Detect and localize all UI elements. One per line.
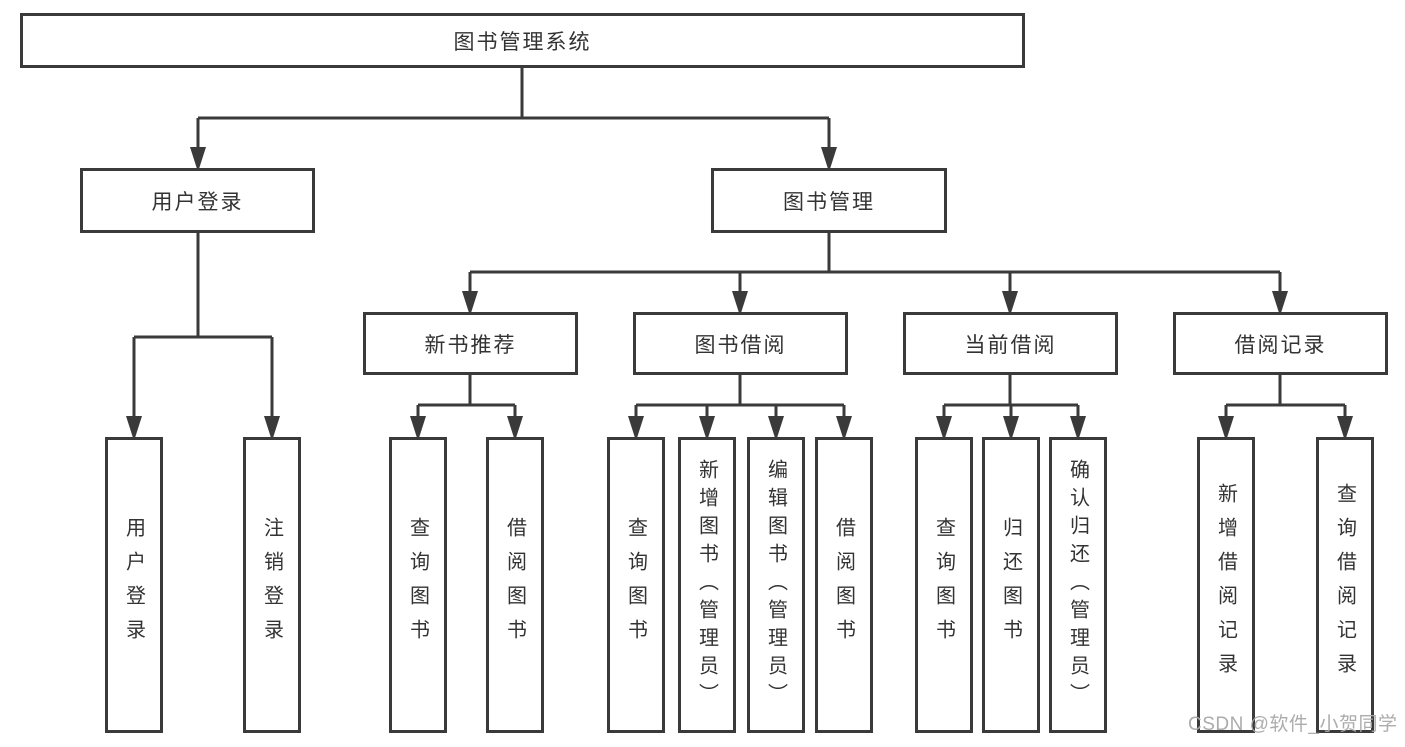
edge-root-to-level2 xyxy=(190,68,837,172)
leaf-borrow-books-label: 借阅图书 xyxy=(832,517,855,653)
leaf-add-borrow-record: 新增借阅记录 xyxy=(1197,437,1255,733)
leaf-query-books-newbook: 查询图书 xyxy=(389,437,447,733)
leaf-return-books-label: 归还图书 xyxy=(999,517,1022,653)
leaf-confirm-return-admin-label: 确认归还（管理员） xyxy=(1066,459,1089,711)
node-new-book-recommend-label: 新书推荐 xyxy=(424,333,517,357)
leaf-query-books-borrow-label: 查询图书 xyxy=(624,517,647,653)
node-current-borrow-label: 当前借阅 xyxy=(964,333,1057,357)
node-current-borrow: 当前借阅 xyxy=(903,312,1118,375)
node-borrow-records-label: 借阅记录 xyxy=(1234,333,1327,357)
leaf-edit-books-admin: 编辑图书（管理员） xyxy=(747,437,805,733)
node-borrow-records: 借阅记录 xyxy=(1173,312,1388,375)
leaf-confirm-return-admin: 确认归还（管理员） xyxy=(1049,437,1107,733)
leaf-return-books: 归还图书 xyxy=(982,437,1040,733)
leaf-add-books-admin: 新增图书（管理员） xyxy=(678,437,736,733)
edge-user-login-to-leaves xyxy=(126,233,280,441)
node-root: 图书管理系统 xyxy=(20,13,1025,68)
leaf-logout-label: 注销登录 xyxy=(260,517,283,653)
edge-new-book-recommend-to-leaves xyxy=(410,375,523,441)
leaf-query-borrow-record-label: 查询借阅记录 xyxy=(1333,483,1356,687)
leaf-borrow-books-newbook-label: 借阅图书 xyxy=(503,517,526,653)
leaf-query-books-current-label: 查询图书 xyxy=(932,517,955,653)
csdn-watermark: CSDN @软件_小贺同学 xyxy=(1188,714,1398,735)
edge-current-borrow-to-leaves xyxy=(936,375,1086,441)
leaf-user-login: 用户登录 xyxy=(105,437,163,733)
node-user-login: 用户登录 xyxy=(80,168,315,233)
node-root-label: 图书管理系统 xyxy=(453,30,592,54)
leaf-logout: 注销登录 xyxy=(243,437,301,733)
leaf-query-books-borrow: 查询图书 xyxy=(607,437,665,733)
node-book-borrow: 图书借阅 xyxy=(633,312,848,375)
node-book-borrow-label: 图书借阅 xyxy=(694,333,787,357)
leaf-user-login-label: 用户登录 xyxy=(122,517,145,653)
leaf-borrow-books: 借阅图书 xyxy=(815,437,873,733)
node-new-book-recommend: 新书推荐 xyxy=(363,312,578,375)
leaf-edit-books-admin-label: 编辑图书（管理员） xyxy=(764,459,787,711)
leaf-add-borrow-record-label: 新增借阅记录 xyxy=(1214,483,1237,687)
node-book-management-label: 图书管理 xyxy=(783,190,875,214)
leaf-add-books-admin-label: 新增图书（管理员） xyxy=(695,459,718,711)
node-user-login-label: 用户登录 xyxy=(151,190,244,214)
leaf-borrow-books-newbook: 借阅图书 xyxy=(486,437,544,733)
edge-borrow-records-to-leaves xyxy=(1218,375,1353,441)
node-book-management: 图书管理 xyxy=(711,168,947,233)
edge-book-management-to-level3 xyxy=(462,233,1288,316)
leaf-query-books-newbook-label: 查询图书 xyxy=(406,517,429,653)
leaf-query-books-current: 查询图书 xyxy=(915,437,973,733)
edge-book-borrow-to-leaves xyxy=(628,375,852,441)
leaf-query-borrow-record: 查询借阅记录 xyxy=(1316,437,1374,733)
